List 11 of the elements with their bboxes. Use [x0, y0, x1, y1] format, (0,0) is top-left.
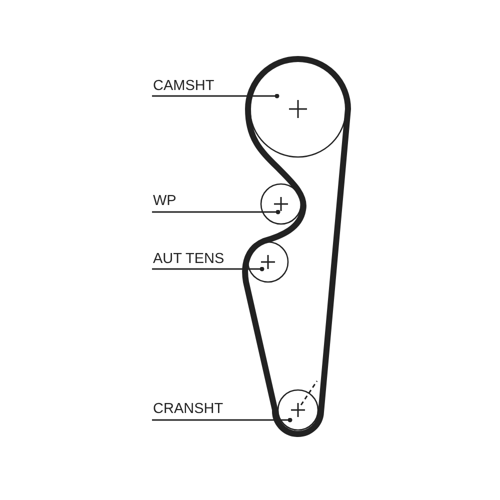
part-label: CAMSHT: [153, 78, 214, 94]
pulley-drawing: [260, 183, 302, 225]
leader-line: [152, 210, 280, 214]
part-label: CRANSHT: [153, 401, 224, 417]
leader-line: [152, 94, 280, 98]
leader-line: [152, 266, 264, 272]
pulley-drawing: [277, 380, 319, 431]
part-label: AUT TENS: [153, 251, 224, 267]
part-label: WP: [153, 193, 176, 209]
leader-line: [152, 418, 292, 422]
pulley-drawing: [247, 241, 289, 283]
